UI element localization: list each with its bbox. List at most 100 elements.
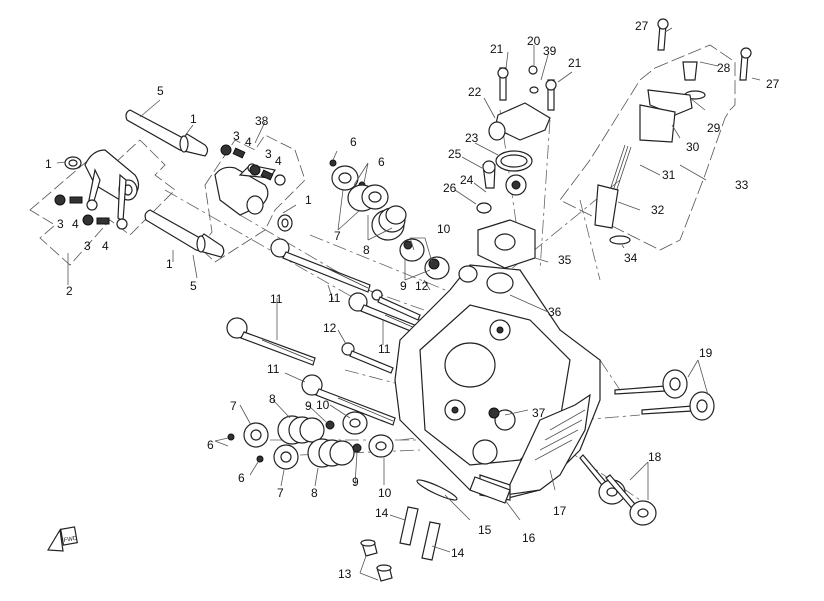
label-4: 4 — [275, 154, 282, 168]
label-1: 1 — [305, 193, 312, 207]
label-4: 4 — [72, 217, 79, 231]
cylinder-head — [394, 264, 601, 501]
label-7: 7 — [277, 486, 284, 500]
washer-1b — [277, 214, 293, 232]
head-bolt-11a — [270, 238, 371, 293]
label-18: 18 — [648, 450, 662, 464]
label-21: 21 — [568, 56, 582, 70]
label-8: 8 — [363, 243, 370, 257]
label-23: 23 — [465, 131, 479, 145]
label-8: 8 — [269, 392, 276, 406]
label-19: 19 — [699, 346, 713, 360]
label-35: 35 — [558, 253, 572, 267]
label-1: 1 — [45, 157, 52, 171]
label-1: 1 — [190, 112, 197, 126]
label-34: 34 — [624, 251, 638, 265]
label-22: 22 — [468, 85, 482, 99]
stud-bolt-12b — [341, 342, 394, 374]
direction-marker-text: FWD — [63, 536, 78, 544]
label-4: 4 — [102, 239, 109, 253]
rocker-arm-left — [84, 149, 140, 230]
nut-3b — [82, 214, 94, 226]
label-21: 21 — [490, 42, 504, 56]
lower-valve-train — [227, 411, 394, 470]
label-13: 13 — [338, 567, 352, 581]
tensioner-assembly-bracket — [559, 44, 736, 251]
label-6: 6 — [238, 471, 245, 485]
intake-port-16 — [469, 476, 511, 504]
label-15: 15 — [478, 523, 492, 537]
label-36: 36 — [548, 305, 562, 319]
upper-valve-train — [329, 159, 450, 280]
rocker-shaft-upper — [125, 109, 209, 157]
label-11: 11 — [267, 362, 280, 376]
label-10: 10 — [378, 486, 392, 500]
label-38: 38 — [255, 114, 269, 128]
nut-3a — [54, 194, 66, 206]
head-bolt-11b — [226, 317, 316, 366]
exhaust-valve-19b — [641, 391, 715, 421]
label-10: 10 — [437, 222, 451, 236]
nut-13a — [360, 539, 378, 557]
label-10: 10 — [316, 398, 330, 412]
label-6: 6 — [350, 135, 357, 149]
label-6: 6 — [207, 438, 214, 452]
label-3: 3 — [84, 239, 91, 253]
adjuster-screw-4a — [69, 196, 83, 204]
label-5: 5 — [190, 279, 197, 293]
label-16: 16 — [522, 531, 536, 545]
nut-3d — [249, 164, 261, 176]
label-9: 9 — [400, 279, 407, 293]
label-28: 28 — [717, 61, 731, 75]
label-32: 32 — [651, 203, 665, 217]
thermostat-housing-group — [476, 65, 557, 269]
label-30: 30 — [686, 140, 700, 154]
label-2: 2 — [66, 284, 73, 298]
label-27: 27 — [635, 19, 649, 33]
label-12: 12 — [323, 321, 337, 335]
washer-1a — [64, 156, 82, 170]
o-ring-15 — [416, 479, 458, 501]
label-39: 39 — [543, 44, 557, 58]
intake-valve-18a — [579, 454, 626, 505]
label-5: 5 — [157, 84, 164, 98]
cam-chain-tensioner-group — [594, 18, 752, 245]
intake-valve-18b — [605, 474, 657, 526]
label-3: 3 — [233, 129, 240, 143]
label-11: 11 — [270, 292, 283, 306]
label-11: 11 — [378, 342, 391, 356]
label-1: 1 — [166, 257, 173, 271]
label-17: 17 — [553, 504, 567, 518]
rocker-shaft-lower — [144, 209, 225, 258]
leader-lines — [56, 27, 761, 581]
adjuster-screw-4d — [260, 169, 274, 181]
nut-13b — [376, 564, 393, 582]
label-3: 3 — [57, 217, 64, 231]
label-27: 27 — [766, 77, 780, 91]
forward-arrow-icon: FWD — [46, 526, 78, 552]
stud-14b — [421, 521, 441, 561]
label-37: 37 — [532, 406, 546, 420]
stud-14a — [399, 506, 419, 546]
head-bolt-11d — [301, 374, 396, 426]
label-20: 20 — [527, 34, 541, 48]
label-8: 8 — [311, 486, 318, 500]
adjuster-screw-4c — [232, 147, 246, 159]
label-4: 4 — [245, 135, 252, 149]
label-11: 11 — [328, 291, 341, 305]
label-14: 14 — [375, 506, 389, 520]
label-12: 12 — [415, 279, 429, 293]
label-9: 9 — [305, 399, 312, 413]
nut-3c — [220, 144, 232, 156]
stud-bolt-12a — [371, 289, 421, 321]
label-7: 7 — [230, 399, 237, 413]
exhaust-valve-19a — [614, 369, 688, 399]
adjuster-screw-4b — [96, 217, 110, 225]
label-25: 25 — [448, 147, 462, 161]
label-6: 6 — [378, 155, 385, 169]
label-29: 29 — [707, 121, 721, 135]
label-9: 9 — [352, 475, 359, 489]
label-31: 31 — [662, 168, 676, 182]
part-labels: 1 1 1 1 2 3 3 3 3 4 4 4 4 5 5 6 6 6 6 7 … — [45, 19, 780, 581]
